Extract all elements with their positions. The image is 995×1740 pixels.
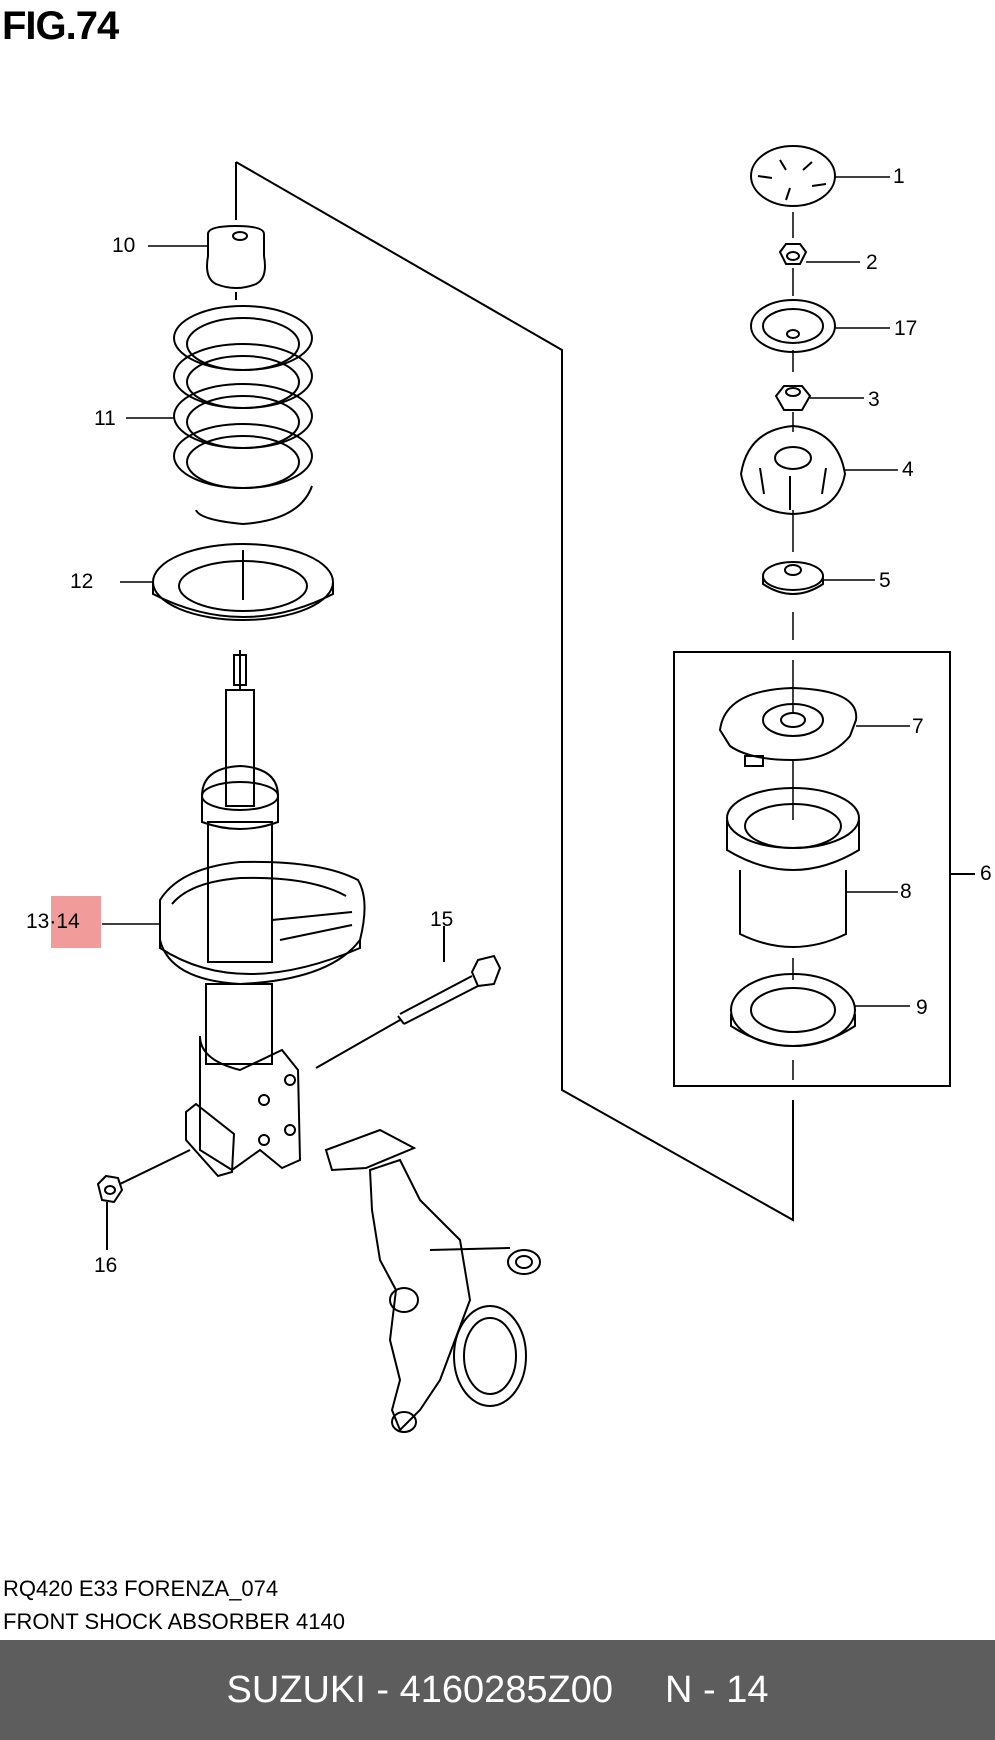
assembly-frame-lines [235, 161, 794, 1222]
part-10-bump-rubber [206, 224, 266, 300]
part-2-nut [778, 243, 808, 265]
callout-1: 1 [893, 165, 905, 188]
part-16-nut [96, 1149, 191, 1250]
subassembly-box-6 [673, 651, 951, 1087]
callout-2: 2 [866, 251, 878, 274]
part-15-bolt [315, 926, 502, 1069]
part-3-nut [774, 385, 812, 411]
callout-12: 12 [70, 570, 94, 593]
footer-reference: N - 14 [665, 1668, 769, 1711]
figure-title: FIG.74 [2, 4, 119, 48]
callout-13-14: 13·14 [26, 910, 80, 934]
callout-4: 4 [902, 458, 914, 481]
highlight-box [51, 896, 101, 948]
part-8-bump-stop [726, 787, 860, 948]
strut-assembly [159, 650, 366, 1178]
callout-9: 9 [916, 996, 928, 1019]
callout-8: 8 [900, 880, 912, 903]
exploded-parts-diagram [96, 145, 975, 1433]
footer-part-number: SUZUKI - 4160285Z00 [226, 1668, 614, 1711]
part-1-dust-cap [750, 145, 836, 207]
callout-11: 11 [94, 407, 116, 430]
part-12-seat-rubber [152, 543, 334, 621]
leader-lines [102, 176, 910, 1007]
callout-13: 13 [26, 910, 50, 933]
caption-model: RQ420 E33 FORENZA_074 [3, 1576, 279, 1601]
callout-17: 17 [894, 317, 918, 340]
callout-16: 16 [94, 1254, 118, 1277]
callout-3: 3 [868, 388, 880, 411]
callout-5: 5 [879, 569, 891, 592]
callout-separator: · [49, 910, 57, 933]
part-7-strut-mount [718, 686, 858, 767]
part-4-bump-cap [739, 424, 847, 516]
part-17-washer [750, 299, 836, 353]
callout-10: 10 [112, 234, 136, 257]
callout-15: 15 [430, 908, 454, 931]
part-5-bushing [762, 561, 824, 595]
callout-7: 7 [912, 715, 924, 738]
steering-knuckle [324, 1128, 541, 1433]
footer-text: SUZUKI - 4160285Z00 N - 14 [0, 1640, 995, 1740]
callout-14: 14 [56, 910, 80, 933]
caption-description: FRONT SHOCK ABSORBER 4140 [3, 1609, 345, 1634]
callout-6: 6 [980, 862, 992, 885]
footer-bar: SUZUKI - 4160285Z00 N - 14 [0, 1640, 995, 1740]
part-9-spring-seat [730, 973, 856, 1047]
part-11-coil-spring [173, 305, 313, 526]
